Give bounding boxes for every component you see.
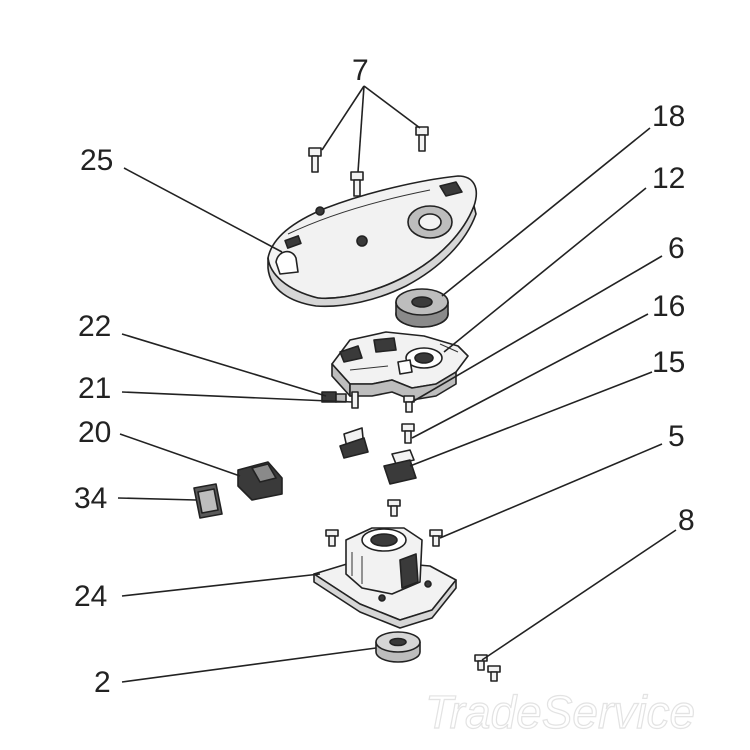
screw-5-top: [387, 499, 401, 517]
callout-5: 5: [668, 420, 685, 453]
screw-8-b: [487, 665, 501, 682]
callout-8: 8: [678, 504, 695, 537]
leader-12: [443, 187, 647, 353]
part-21-terminal: [351, 391, 359, 409]
callout-22: 22: [78, 310, 111, 343]
callout-34: 34: [74, 482, 107, 515]
screw-5-right: [429, 529, 443, 547]
part-15-block: [383, 449, 417, 485]
leader-15: [409, 371, 653, 467]
watermark: TradeService: [425, 686, 695, 738]
part-2-washer: [375, 631, 421, 663]
callout-16: 16: [652, 290, 685, 323]
callout-6: 6: [668, 232, 685, 265]
leader-34: [117, 497, 197, 501]
leader-20: [119, 433, 241, 477]
leader-16: [411, 313, 649, 439]
callout-15: 15: [652, 346, 685, 379]
callout-12: 12: [652, 162, 685, 195]
leader-22: [121, 333, 327, 397]
part-7-screws: [308, 126, 429, 197]
part-8-screws: [474, 654, 501, 682]
callout-labels: 7 25 18 12 6 16 22 15 21 20 5 34 8 24 2: [74, 54, 695, 699]
callout-24: 24: [74, 580, 107, 613]
leader-25: [123, 167, 283, 253]
callout-21: 21: [78, 372, 111, 405]
callout-25: 25: [80, 144, 113, 177]
screw-7-center: [350, 171, 364, 197]
leader-7-left: [321, 85, 365, 151]
part-12-frame: [331, 331, 469, 401]
leader-6: [411, 255, 663, 403]
screw-5-left: [325, 529, 339, 547]
part-6-screw: [403, 395, 415, 413]
part-24-base: [313, 527, 457, 629]
leader-2: [121, 647, 377, 683]
part-34-switch-cap: [193, 483, 223, 519]
callout-7: 7: [352, 54, 369, 87]
leader-7-right: [363, 85, 421, 129]
part-25-top-cover: [267, 175, 478, 308]
part-16-screw: [401, 423, 415, 444]
screw-7-right: [415, 126, 429, 152]
part-5-screws: [325, 499, 443, 547]
callout-2: 2: [94, 666, 111, 699]
part-18-gear: [395, 288, 449, 328]
leader-5: [439, 443, 663, 539]
leader-18: [441, 127, 651, 297]
screw-7-left: [308, 147, 322, 173]
screw-8-a: [474, 654, 488, 671]
contact-bracket: [339, 427, 369, 459]
part-20-switch: [237, 461, 283, 501]
callout-18: 18: [652, 100, 685, 133]
leader-24: [121, 573, 321, 597]
leader-lines: [117, 85, 677, 683]
leader-21: [121, 391, 353, 403]
leader-7-center: [357, 85, 365, 173]
leader-8: [481, 529, 677, 661]
callout-20: 20: [78, 416, 111, 449]
